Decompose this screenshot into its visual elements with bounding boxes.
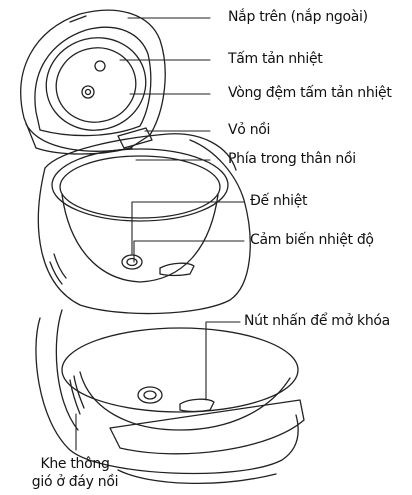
heat-plate-knob-center bbox=[82, 86, 94, 98]
side-vent-slot bbox=[50, 262, 62, 284]
leader-heating-base bbox=[132, 202, 244, 254]
lower-body-left bbox=[56, 310, 78, 430]
label-unlock-button: Nút nhấn để mở khóa bbox=[244, 313, 390, 330]
lower-sensor bbox=[144, 391, 156, 399]
label-heat-plate-gasket: Vòng đệm tấm tản nhiệt bbox=[228, 85, 392, 102]
cooker-rim bbox=[45, 134, 236, 170]
outer-lid bbox=[21, 10, 165, 154]
lower-heating-base bbox=[138, 387, 162, 403]
label-heat-plate: Tấm tản nhiệt bbox=[228, 51, 322, 68]
temperature-sensor bbox=[127, 259, 137, 266]
heat-plate-knob-inner bbox=[86, 90, 91, 95]
lid-inner-frame bbox=[35, 27, 151, 135]
heating-base bbox=[122, 255, 142, 269]
bottom-vent-slot bbox=[70, 380, 80, 414]
leader-temp-sensor bbox=[134, 241, 244, 262]
lower-body-outline bbox=[36, 318, 298, 473]
unlock-button-shape bbox=[180, 399, 214, 411]
lower-inner-pot-rim bbox=[62, 328, 298, 412]
front-lock-tab bbox=[160, 263, 194, 275]
label-inner-body: Phía trong thân nồi bbox=[228, 151, 356, 168]
label-heating-base: Đế nhiệt bbox=[250, 193, 307, 210]
label-bottom-vent-line-1: Khe thông bbox=[0, 456, 150, 473]
heat-plate-knob-top bbox=[95, 61, 105, 71]
front-panel bbox=[110, 400, 304, 454]
inner-bowl bbox=[62, 195, 218, 282]
callout-lines bbox=[76, 18, 244, 450]
heat-plate bbox=[36, 27, 155, 140]
label-temp-sensor: Cảm biến nhiệt độ bbox=[250, 232, 374, 249]
label-outer-lid: Nắp trên (nắp ngoài) bbox=[228, 9, 368, 26]
open-cooker-illustration bbox=[21, 10, 250, 313]
inner-pot-rim-inner bbox=[60, 156, 220, 218]
leader-unlock-button bbox=[206, 322, 240, 400]
label-pot-shell: Vỏ nồi bbox=[228, 122, 270, 139]
label-bottom-vent-line-2: gió ở đáy nồi bbox=[0, 474, 150, 491]
